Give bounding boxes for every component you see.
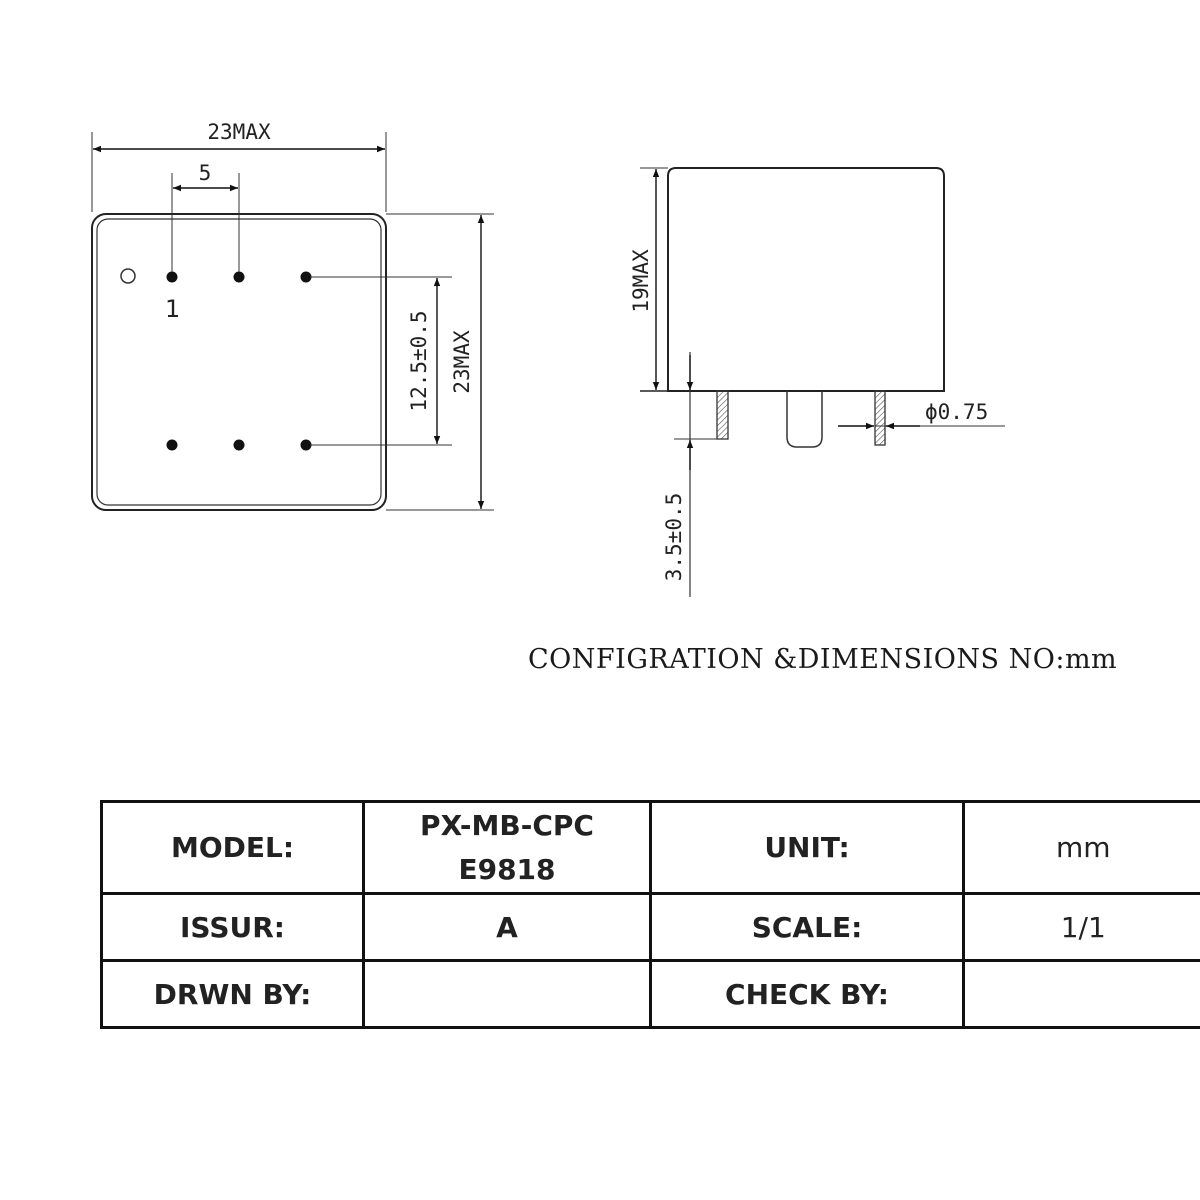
model-label: MODEL: bbox=[100, 800, 365, 895]
side-view-body bbox=[667, 167, 945, 392]
drawn-by-label: DRWN BY: bbox=[100, 959, 365, 1029]
check-by-label: CHECK BY: bbox=[649, 959, 965, 1029]
issue-value: A bbox=[362, 892, 652, 962]
width-label: 23MAX bbox=[207, 120, 271, 144]
pin-lead bbox=[716, 390, 729, 440]
top-view: 1 23MAX 5 12.5±0.5 23MAX bbox=[91, 120, 494, 511]
drawn-by-value bbox=[362, 959, 652, 1029]
technical-drawing: 1 23MAX 5 12.5±0.5 23MAX 19MAX bbox=[91, 120, 1005, 597]
model-value: PX-MB-CPC E9818 bbox=[362, 800, 652, 895]
scale-label: SCALE: bbox=[649, 892, 965, 962]
pin-dot bbox=[166, 439, 178, 451]
pitch-label: 5 bbox=[199, 161, 212, 185]
pin1-label: 1 bbox=[165, 295, 180, 323]
scale-value: 1/1 bbox=[962, 892, 1200, 962]
issue-label: ISSUR: bbox=[100, 892, 365, 962]
pin-dot bbox=[233, 439, 245, 451]
pin-dot bbox=[300, 271, 312, 283]
pin1-orientation-mark bbox=[120, 268, 136, 284]
unit-label: UNIT: bbox=[649, 800, 965, 895]
side-view: 19MAX 3.5±0.5 ϕ0.75 bbox=[629, 167, 1005, 597]
center-boss bbox=[786, 391, 823, 448]
pin-lead bbox=[874, 390, 886, 446]
drawing-caption: CONFIGRATION &DIMENSIONS NO:mm bbox=[528, 644, 1118, 675]
unit-value: mm bbox=[962, 800, 1200, 895]
pin-length-label: 3.5±0.5 bbox=[662, 493, 686, 582]
height-label: 23MAX bbox=[450, 330, 474, 394]
title-block: MODEL: PX-MB-CPC E9818 UNIT: mm ISSUR: A… bbox=[100, 800, 1200, 1029]
row-spacing-label: 12.5±0.5 bbox=[407, 310, 431, 411]
model-value-line2: E9818 bbox=[458, 852, 556, 886]
model-value-line1: PX-MB-CPC bbox=[420, 808, 594, 842]
pin-dot bbox=[233, 271, 245, 283]
body-height-label: 19MAX bbox=[629, 249, 653, 313]
pin-dot bbox=[300, 439, 312, 451]
diameter-label: ϕ0.75 bbox=[925, 400, 988, 424]
pin-dot bbox=[166, 271, 178, 283]
check-by-value bbox=[962, 959, 1200, 1029]
